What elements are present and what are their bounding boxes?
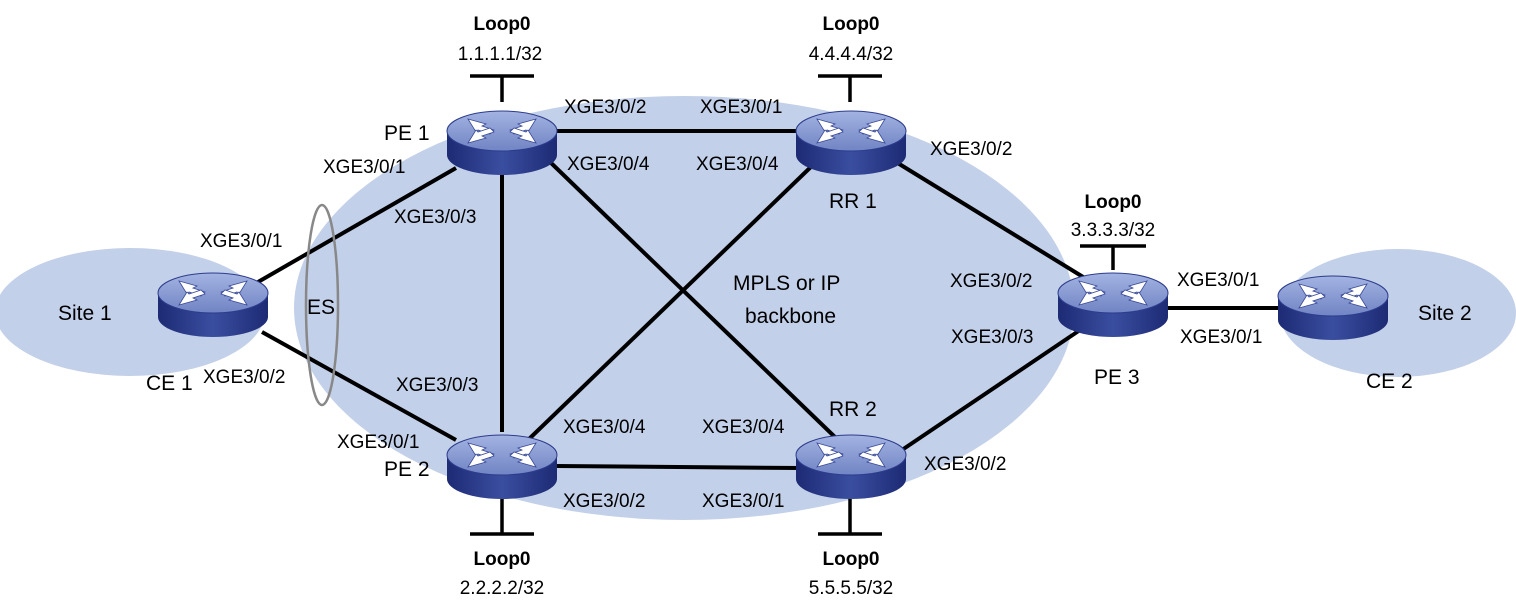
- link-pe1-rr2: [546, 158, 840, 442]
- iface-pe2-to-pe1: XGE3/0/3: [396, 375, 478, 396]
- rr2-loop-ip: 5.5.5.5/32: [809, 578, 894, 599]
- pe1-loop-name: Loop0: [474, 14, 531, 35]
- iface-rr2-to-pe1: XGE3/0/4: [702, 417, 785, 438]
- iface-pe1-to-ce1: XGE3/0/1: [323, 157, 405, 178]
- iface-pe3-to-rr1: XGE3/0/2: [950, 271, 1032, 292]
- rr1-loop-name: Loop0: [823, 14, 880, 35]
- ce2-name: CE 2: [1366, 370, 1413, 393]
- link-pe2-rr2: [555, 464, 801, 470]
- iface-pe2-to-rr2: XGE3/0/2: [563, 491, 645, 512]
- backbone-label-line2: backbone: [745, 305, 836, 328]
- iface-ce1-to-pe2: XGE3/0/2: [203, 367, 285, 388]
- link-ce1-pe1: [257, 166, 457, 284]
- ce1-name: CE 1: [146, 372, 193, 395]
- pe2-loop-name: Loop0: [474, 549, 531, 570]
- pe2-router-icon[interactable]: [446, 434, 558, 500]
- iface-pe1-to-rr2: XGE3/0/4: [567, 154, 650, 175]
- site1-label: Site 1: [58, 302, 112, 325]
- iface-pe2-to-rr1: XGE3/0/4: [563, 417, 646, 438]
- pe2-loop-ip: 2.2.2.2/32: [460, 578, 545, 599]
- iface-rr1-to-pe1: XGE3/0/1: [700, 97, 782, 118]
- link-rr2-pe3: [894, 328, 1082, 456]
- link-rr1-pe3: [894, 160, 1090, 282]
- pe3-name: PE 3: [1094, 366, 1140, 389]
- iface-pe3-to-rr2: XGE3/0/3: [951, 327, 1033, 348]
- links: [257, 129, 1280, 470]
- rr1-router-icon[interactable]: [795, 110, 907, 176]
- iface-ce1-to-pe1: XGE3/0/1: [200, 231, 282, 252]
- pe1-loop-ip: 1.1.1.1/32: [458, 44, 543, 65]
- backbone-area: [294, 96, 1074, 520]
- iface-rr2-to-pe3: XGE3/0/2: [924, 454, 1006, 475]
- ce1-router-icon[interactable]: [157, 272, 269, 338]
- link-ce1-pe2: [261, 330, 457, 442]
- pe1-name: PE 1: [384, 122, 430, 145]
- iface-pe1-to-pe2: XGE3/0/3: [394, 207, 476, 228]
- iface-rr2-to-pe2: XGE3/0/1: [702, 491, 784, 512]
- rr1-name: RR 1: [829, 190, 877, 213]
- rr1-loop-ip: 4.4.4.4/32: [809, 44, 894, 65]
- pe2-name: PE 2: [384, 458, 430, 481]
- ce2-router-icon[interactable]: [1277, 275, 1389, 341]
- rr2-name: RR 2: [829, 398, 877, 421]
- iface-pe2-to-ce1: XGE3/0/1: [337, 432, 419, 453]
- rr2-loop-name: Loop0: [823, 549, 880, 570]
- interface-labels: XGE3/0/1 XGE3/0/2 XGE3/0/1 XGE3/0/2 XGE3…: [200, 97, 1262, 512]
- iface-rr1-to-pe3: XGE3/0/2: [930, 139, 1012, 160]
- iface-rr1-to-pe2: XGE3/0/4: [696, 154, 779, 175]
- site2-label: Site 2: [1418, 302, 1472, 325]
- pe3-loop-name: Loop0: [1085, 192, 1142, 213]
- es-ring: [304, 203, 340, 407]
- es-label: ES: [307, 296, 335, 319]
- rr2-router-icon[interactable]: [795, 434, 907, 500]
- link-pe2-rr1: [526, 160, 818, 442]
- iface-pe3-to-ce2: XGE3/0/1: [1177, 270, 1259, 291]
- pe3-loop-ip: 3.3.3.3/32: [1071, 220, 1156, 241]
- backbone-label-line1: MPLS or IP: [733, 272, 840, 295]
- iface-ce2-to-pe3: XGE3/0/1: [1180, 327, 1262, 348]
- iface-pe1-to-rr1: XGE3/0/2: [564, 97, 646, 118]
- pe1-router-icon[interactable]: [446, 110, 558, 176]
- loopback-stubs: [470, 74, 1146, 536]
- pe3-router-icon[interactable]: [1057, 272, 1169, 338]
